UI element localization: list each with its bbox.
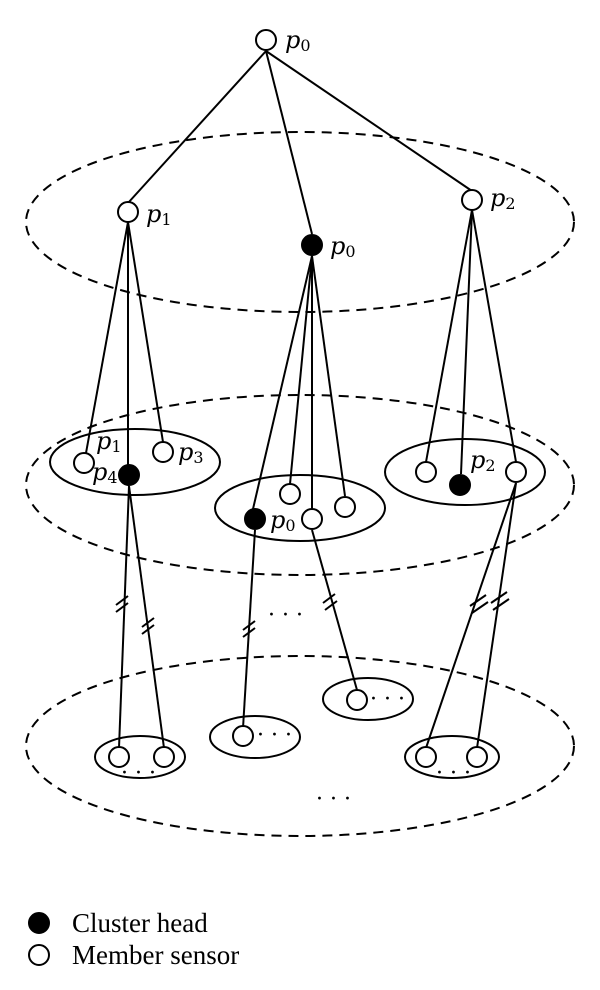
l2-left-member-p3: [152, 441, 174, 463]
cluster-left: [49, 428, 221, 496]
l3-bl-member-b: [153, 746, 175, 768]
cluster-right: [384, 438, 546, 506]
cluster-middle: [214, 474, 386, 542]
ellipsis-bottom-left: · · ·: [121, 761, 156, 786]
ellipsis-bottom-layer: · · ·: [316, 787, 351, 812]
layer-1-boundary: [25, 131, 575, 313]
legend-member-sensor-icon: [28, 944, 50, 966]
label-level1-right: p2: [490, 184, 516, 213]
layer-2-boundary: [25, 394, 575, 576]
l2-mid-member-c: [301, 508, 323, 530]
legend-cluster-head-label: Cluster head: [72, 908, 208, 938]
l3-br-member-a: [415, 746, 437, 768]
l2-right-head-p2: [449, 474, 471, 496]
legend: Cluster head Member sensor: [28, 908, 239, 970]
l3-bl-member-a: [108, 746, 130, 768]
label-l2-left-p3: p3: [178, 438, 204, 467]
edges-root: [127, 50, 473, 235]
layer-3-boundary: [25, 655, 575, 837]
label-l2-left-p1: p1: [96, 427, 122, 456]
level1-left-node: [117, 201, 139, 223]
l3-br-member-b: [466, 746, 488, 768]
ellipsis-bottom-right: · · ·: [436, 761, 471, 786]
l2-left-head-p4: [118, 464, 140, 486]
cluster-bottom-right: [404, 735, 500, 779]
label-level1-left: p1: [146, 200, 172, 229]
label-level1-middle: p0: [330, 232, 356, 261]
l2-right-member-a: [415, 461, 437, 483]
l2-mid-head-p0: [244, 508, 266, 530]
label-root: p0: [285, 26, 311, 55]
edges-level1-middle: [252, 255, 346, 510]
l2-right-member-b: [505, 461, 527, 483]
l2-left-member-p1: [73, 452, 95, 474]
l3-bmr-member: [346, 689, 368, 711]
root-node: [255, 29, 277, 51]
edges-level2: [118, 482, 517, 749]
label-l2-right-p2: p2: [470, 446, 496, 475]
ellipsis-between-branches: · · ·: [268, 603, 303, 628]
edges-level1-right: [425, 209, 517, 475]
multi-hop-marks: [115, 591, 510, 638]
edges-level1-left: [85, 221, 164, 465]
legend-cluster-head-icon: [28, 912, 50, 934]
ellipsis-bottom-mid-right: · · ·: [370, 687, 405, 712]
cluster-bottom-mid-left: [209, 715, 301, 759]
cluster-bottom-mid-right: [322, 677, 414, 721]
label-l2-mid-p0: p0: [270, 506, 296, 535]
ellipsis-bottom-mid-left: · · ·: [257, 723, 292, 748]
label-l2-left-p4: p4: [92, 458, 118, 487]
level1-right-node: [461, 189, 483, 211]
level1-middle-head: [301, 234, 323, 256]
l2-mid-member-b: [334, 496, 356, 518]
l2-mid-member-a: [279, 483, 301, 505]
legend-member-sensor-label: Member sensor: [72, 940, 239, 970]
cluster-bottom-left: [94, 735, 186, 779]
l3-bml-member: [232, 725, 254, 747]
